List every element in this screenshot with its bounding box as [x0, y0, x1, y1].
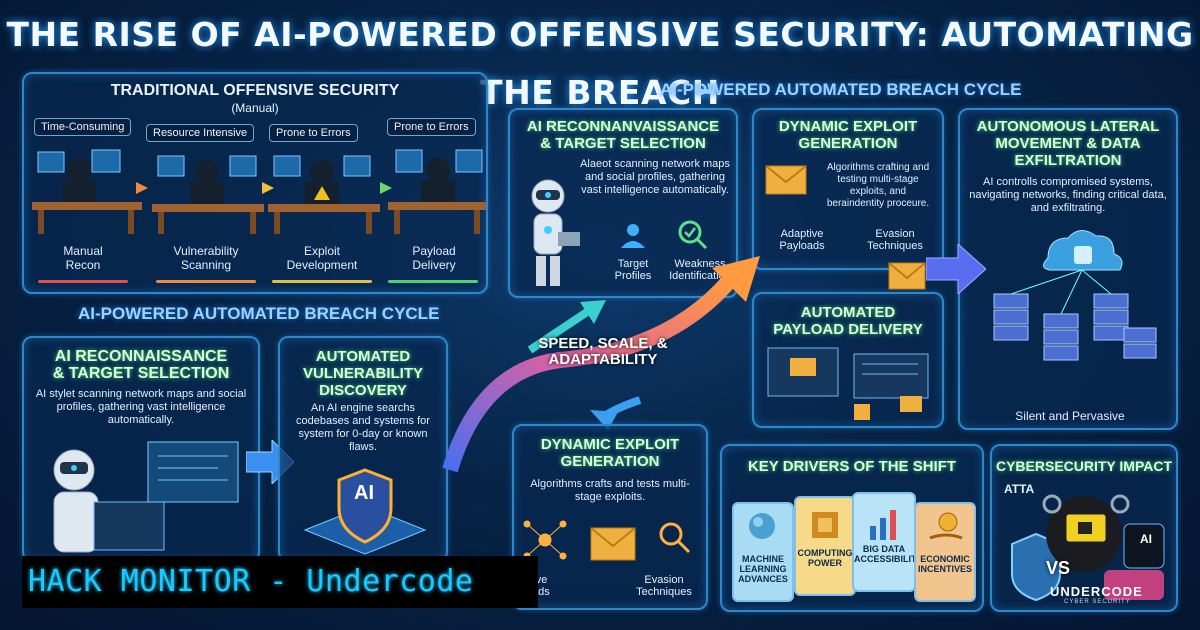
mail-open-icon — [590, 527, 636, 561]
server-cloud-icon — [993, 230, 1157, 361]
impact-vs-label: VS — [1046, 558, 1071, 578]
payload-panel: AUTOMATED PAYLOAD DELIVERY — [752, 292, 944, 428]
undercode-brand: UNDERCODE — [1050, 584, 1143, 599]
recon-left-desc: AI stylet scanning network maps and soci… — [35, 388, 247, 426]
tag-time-consuming: Time-Consuming — [34, 118, 132, 136]
step-label-exploit: Exploit Development — [286, 244, 358, 272]
coin-hand-icon — [929, 512, 963, 540]
recon-left-title: AI RECONNAISSANCE & TARGET SELECTION — [52, 348, 230, 382]
tag-prone-errors-2: Prone to Errors — [387, 118, 476, 136]
ai-shield-chip-icon — [303, 468, 427, 555]
driver-card-bigdata: BIG DATA ACCESSIBILITY — [852, 492, 923, 592]
impact-title: CYBERSECURITY IMPACT — [995, 458, 1173, 474]
banner-left: AI-POWERED AUTOMATED BREACH CYCLE — [78, 304, 440, 323]
payload-title: AUTOMATED PAYLOAD DELIVERY — [773, 304, 923, 338]
impact-partial-text: ATTA — [1004, 482, 1035, 496]
label-weakness: Weakness Identification — [669, 258, 731, 282]
tag-resource-intensive: Resource Intensive — [146, 124, 255, 142]
hacker-desk-2 — [152, 155, 264, 234]
page-title: THE RISE OF AI-POWERED OFFENSIVE SECURIT… — [6, 15, 1194, 112]
cycle-arrows — [442, 256, 760, 473]
hacker-desk-4 — [388, 149, 486, 234]
arrow-to-lateral — [926, 244, 986, 294]
exploit-bottom-title: DYNAMIC EXPLOIT GENERATION — [540, 436, 680, 470]
exploit-bottom-desc: Algorithms crafts and tests multi-stage … — [530, 478, 690, 503]
envelope-icon — [765, 165, 807, 195]
traditional-title: TRADITIONAL OFFENSIVE SECURITY — [110, 82, 400, 99]
driver-card-ml: MACHINE LEARNING ADVANCES — [732, 502, 794, 602]
user-target-icon — [621, 224, 645, 248]
exploit-top-desc: Algorithms crafting and testing multi-st… — [826, 162, 930, 209]
recon-top-desc: Alaeot scanning network maps and social … — [580, 158, 730, 196]
traditional-panel: TRADITIONAL OFFENSIVE SECURITY (Manual) … — [22, 72, 488, 294]
driver-bigdata-label: BIG DATA ACCESSIBILITY — [854, 544, 923, 564]
traditional-subtitle: (Manual) — [231, 101, 279, 115]
driver-icons — [749, 510, 963, 540]
exploit-tools-icons — [523, 520, 691, 561]
hacker-scenes — [32, 149, 486, 234]
lateral-caption: Silent and Pervasive — [1015, 409, 1125, 423]
step-label-scanning: Vulnerability Scanning — [173, 244, 239, 272]
step-arrow-2 — [262, 182, 274, 194]
drivers-panel: KEY DRIVERS OF THE SHIFT MACHINE LEARNIN… — [720, 444, 984, 612]
impact-panel: CYBERSECURITY IMPACT ATTA AI VS UNDERCOD… — [990, 444, 1178, 612]
magnifier-check-icon — [678, 220, 708, 250]
hack-monitor-banner: HACK MONITOR - Undercode — [22, 556, 538, 608]
step-arrow-3 — [380, 182, 392, 194]
robot-laptop-icon — [53, 441, 239, 553]
brain-icon — [749, 513, 775, 539]
label-adaptive-payloads: Adaptive Payloads — [779, 228, 825, 252]
network-icon — [523, 520, 567, 560]
label-target-profiles: Target Profiles — [614, 258, 652, 282]
bar-chart-icon — [870, 510, 896, 540]
recon-top-title: AI RECONNANVAISSANCE & TARGET SELECTION — [526, 118, 720, 152]
label-evasion-bottom: Evasion Techniques — [636, 574, 692, 598]
drivers-title: KEY DRIVERS OF THE SHIFT — [747, 458, 957, 475]
banner-top: AI-POWERED AUTOMATED BREACH CYCLE — [660, 80, 1022, 99]
search-icon — [659, 522, 691, 554]
progress-arrow-green — [388, 280, 478, 283]
undercode-logo — [1011, 494, 1165, 602]
progress-arrow-orange — [156, 280, 256, 283]
speed-scale-label: SPEED, SCALE, & ADAPTABILITY — [538, 335, 668, 368]
lateral-panel: AUTONOMOUS LATERAL MOVEMENT & DATA EXFIL… — [958, 108, 1178, 430]
driver-computing-label: COMPUTING POWER — [797, 548, 853, 568]
step-label-payload: Payload Delivery — [412, 244, 456, 272]
flying-envelope-icon — [888, 262, 926, 290]
vuln-panel: AUTOMATED VULNERABILITY DISCOVERY An AI … — [278, 336, 448, 562]
vuln-title: AUTOMATED VULNERABILITY DISCOVERY — [303, 348, 423, 399]
exploit-bottom-panel: DYNAMIC EXPLOIT GENERATION Algorithms cr… — [512, 424, 708, 610]
lateral-title: AUTONOMOUS LATERAL MOVEMENT & DATA EXFIL… — [976, 118, 1160, 169]
progress-arrow-red — [38, 280, 128, 283]
exploit-top-panel: DYNAMIC EXPLOIT GENERATION Algorithms cr… — [752, 108, 944, 270]
label-evasion-top: Evasion Techniques — [867, 228, 923, 252]
step-label-recon: Manual Recon — [63, 244, 103, 272]
payload-screens-icon — [767, 347, 929, 420]
robot-icon — [531, 179, 580, 286]
cpu-icon — [812, 512, 838, 538]
lateral-desc: AI controlls compromised systems, naviga… — [969, 176, 1167, 214]
driver-economic-label: ECONOMIC INCENTIVES — [917, 554, 972, 574]
recon-left-panel: AI RECONNAISSANCE & TARGET SELECTION AI … — [22, 336, 260, 562]
recon-top-panel: AI RECONNANVAISSANCE & TARGET SELECTION … — [508, 108, 738, 298]
hacker-desk-3 — [268, 155, 380, 234]
step-arrow-1 — [136, 182, 148, 194]
impact-ai-tag: AI — [1140, 532, 1152, 546]
tag-prone-errors-1: Prone to Errors — [269, 124, 358, 142]
progress-arrow-yellow — [272, 280, 372, 283]
undercode-brand-sub: CYBER SECURITY — [1064, 599, 1131, 605]
vuln-desc: An AI engine searchs codebases and syste… — [296, 402, 430, 453]
hacker-desk-1 — [32, 149, 142, 234]
exploit-top-title: DYNAMIC EXPLOIT GENERATION — [778, 118, 918, 152]
driver-ml-label: MACHINE LEARNING ADVANCES — [738, 554, 788, 584]
ai-chip-label: AI — [354, 482, 374, 504]
